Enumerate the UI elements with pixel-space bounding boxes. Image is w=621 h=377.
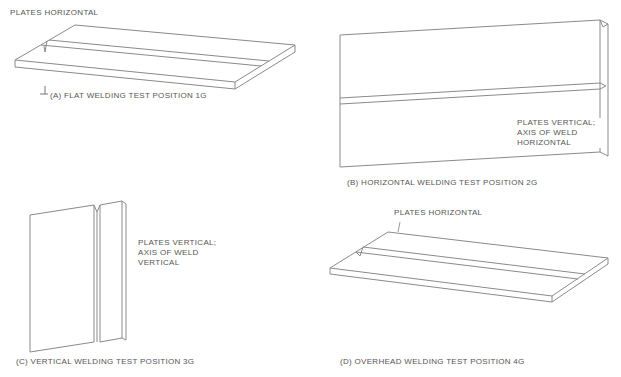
position-note: PLATES VERTICAL; AXIS OF WELD VERTICAL xyxy=(136,238,220,268)
position-note: PLATES HORIZONTAL xyxy=(392,208,484,218)
position-note: PLATES HORIZONTAL xyxy=(8,8,100,18)
leader-line xyxy=(398,222,400,232)
flat-plates xyxy=(15,25,295,94)
figure-caption: (B) HORIZONTAL WELDING TEST POSITION 2G xyxy=(345,178,540,188)
figure-caption: (C) VERTICAL WELDING TEST POSITION 3G xyxy=(14,357,196,367)
vertical-plates xyxy=(30,201,126,352)
figure-caption: (D) OVERHEAD WELDING TEST POSITION 4G xyxy=(338,357,527,367)
horizontal-plates xyxy=(340,20,608,167)
figure-caption: (A) FLAT WELDING TEST POSITION 1G xyxy=(48,91,209,101)
overhead-plates xyxy=(330,232,608,302)
position-note: PLATES VERTICAL; AXIS OF WELD HORIZONTAL xyxy=(515,118,601,148)
